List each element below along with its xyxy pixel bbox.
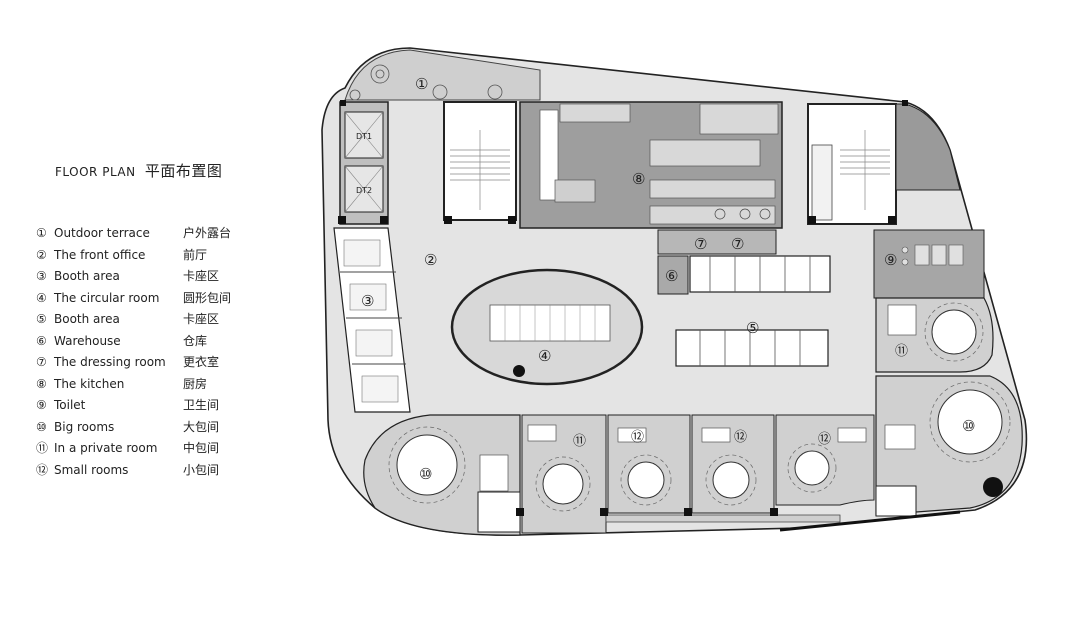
legend-item: ⑦ The dressing room 更衣室: [36, 353, 219, 371]
room-marker: ⑪: [573, 434, 586, 449]
stair-core: [807, 103, 897, 225]
room-marker: ⑤: [746, 319, 759, 337]
legend-num: ④: [36, 290, 47, 305]
legend-item: ⑨ Toilet 卫生间: [36, 396, 219, 414]
legend-zh: 大包间: [183, 419, 220, 434]
room-marker: ⑥: [665, 267, 678, 285]
legend-zh: 前厅: [183, 247, 208, 262]
legend-en: The dressing room: [54, 355, 166, 369]
kitchen-area: [519, 101, 783, 229]
legend-num: ⑦: [36, 355, 47, 369]
legend-item: ⑩ Big rooms 大包间: [36, 418, 219, 436]
legend-item: ⑪ In a private room 中包间: [36, 439, 219, 457]
room-marker: ①: [415, 75, 428, 93]
warehouse: [657, 255, 689, 295]
legend-zh: 卡座区: [183, 312, 220, 326]
room-marker: ⑦: [731, 235, 744, 253]
room-marker: ⑩: [419, 465, 432, 483]
dressing-room: [657, 229, 777, 255]
legend-zh: 仓库: [183, 333, 208, 348]
legend-item: ③ Booth area 卡座区: [36, 267, 219, 285]
room-marker: ⑧: [632, 170, 645, 188]
structural-column: [338, 100, 908, 516]
room-marker: ⑨: [884, 251, 897, 269]
legend-en: Warehouse: [54, 333, 121, 348]
round-table: [396, 309, 1003, 505]
room-marker: ⑩: [962, 417, 975, 435]
legend-en: In a private room: [54, 441, 158, 455]
legend-zh: 卫生间: [183, 398, 220, 412]
legend-zh: 卡座区: [183, 269, 220, 283]
room-marker: ③: [361, 292, 374, 310]
legend-item: ④ The circular room 圆形包间: [36, 289, 231, 307]
legend-num: ⑨: [36, 398, 47, 412]
legend-en: Booth area: [54, 312, 120, 326]
legend-item: ⑫ Small rooms 小包间: [36, 461, 219, 479]
elevator-label: DT2: [356, 186, 372, 195]
legend-en: The circular room: [54, 290, 160, 305]
rect-table: [479, 304, 917, 492]
legend-num: ⑤: [36, 312, 47, 326]
legend-en: Booth area: [54, 269, 120, 283]
legend-zh: 厨房: [183, 376, 208, 391]
legend-item: ⑤ Booth area 卡座区: [36, 310, 219, 328]
legend-en: Small rooms: [54, 462, 129, 477]
legend-zh: 更衣室: [183, 355, 220, 369]
room-marker: ⑫: [631, 430, 644, 445]
elevator-label: DT1: [356, 132, 372, 141]
legend-zh: 小包间: [183, 462, 220, 477]
legend-en: The kitchen: [54, 376, 125, 391]
plan-title: FLOOR PLAN 平面布置图: [55, 160, 222, 181]
legend-item: ⑧ The kitchen 厨房: [36, 375, 207, 393]
legend-zh: 户外露台: [183, 226, 232, 240]
legend-num: ⑪: [36, 441, 49, 455]
legend-num: ③: [36, 269, 47, 283]
legend-en: Outdoor terrace: [54, 226, 150, 240]
legend-en: Big rooms: [54, 419, 115, 434]
booth-area: [333, 227, 411, 413]
room-marker: ⑫: [734, 430, 747, 445]
booth-area: [675, 255, 831, 367]
circular-room: [450, 268, 644, 386]
plant-icon: [349, 64, 503, 101]
legend-num: ⑧: [36, 376, 47, 391]
legend-item: ② The front office 前厅: [36, 246, 207, 264]
legend-item: ① Outdoor terrace 户外露台: [36, 224, 231, 242]
legend-zh: 中包间: [183, 441, 220, 455]
room-marker: ⑪: [895, 344, 908, 359]
room-marker: ②: [424, 251, 437, 269]
table-chairs: [388, 302, 1011, 512]
legend-zh: 圆形包间: [183, 290, 232, 305]
stair-core: [443, 101, 517, 221]
legend-num: ②: [36, 247, 47, 262]
legend-num: ⑩: [36, 419, 47, 434]
plan-title-en: FLOOR PLAN: [55, 165, 136, 179]
elevator-block: DT1 DT2: [339, 101, 389, 225]
plan-title-zh: 平面布置图: [144, 162, 223, 180]
legend-num: ①: [36, 226, 47, 240]
room-marker: ⑫: [818, 432, 831, 447]
legend-en: The front office: [54, 247, 146, 262]
legend-item: ⑥ Warehouse 仓库: [36, 332, 207, 350]
outdoor-terrace: [344, 49, 541, 101]
legend-en: Toilet: [54, 398, 86, 412]
legend-num: ⑥: [36, 333, 47, 348]
room-marker: ④: [538, 347, 551, 365]
room-markers: ① ② ③ ④ ⑤ ⑥ ⑦ ⑦ ⑧ ⑨ ⑩ ⑩ ⑪ ⑪ ⑫ ⑫ ⑫: [361, 75, 975, 483]
room-marker: ⑦: [694, 235, 707, 253]
legend-num: ⑫: [36, 462, 49, 477]
